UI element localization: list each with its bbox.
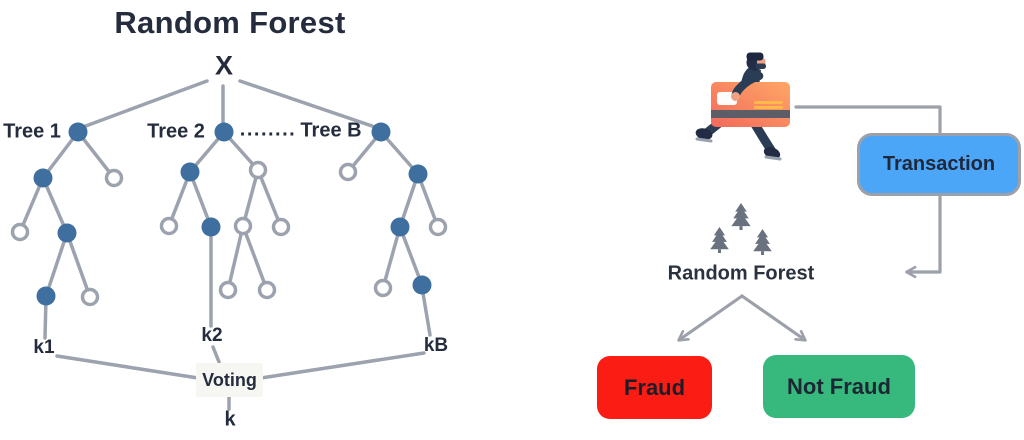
tree-b-label: Tree B [300, 119, 362, 142]
forest-trees-icon [710, 203, 772, 255]
tree-node-empty [257, 280, 277, 300]
tree-nodes-selected [33, 122, 432, 306]
voting-box: Voting [196, 363, 263, 397]
tree-node-blue [201, 217, 221, 237]
tree-node-empty [10, 222, 30, 242]
tree-1-label: Tree 1 [3, 120, 61, 143]
pine-tree-icon [731, 203, 751, 230]
card-stripe-line [754, 101, 783, 104]
transaction-to-forest-connector [905, 195, 942, 279]
tree-node-blue [408, 164, 428, 184]
tree-node-empty [233, 216, 253, 236]
tree-b-result-label: kB [423, 335, 449, 356]
tree-node-blue [36, 286, 56, 306]
tree-2-result-label: k2 [201, 325, 223, 346]
tree-node-empty [271, 217, 291, 237]
not-fraud-label: Not Fraud [787, 373, 891, 399]
tree-node-empty [104, 168, 124, 188]
tree-node-blue [390, 217, 410, 237]
left-diagram-title: Random Forest [114, 5, 346, 40]
tree-1-result-label: k1 [33, 337, 55, 358]
card-to-transaction-connector [794, 105, 942, 134]
pine-tree-icon [710, 227, 729, 253]
tree-node-blue [180, 162, 200, 182]
tree-node-blue [68, 122, 88, 142]
tree-node-empty [338, 162, 358, 182]
tree-node-empty [428, 217, 448, 237]
final-output-label: k [224, 408, 236, 431]
input-sample-label: X [214, 50, 234, 81]
card-stripe-line [754, 106, 783, 109]
tree-node-blue [371, 122, 391, 142]
tree-node-empty [373, 278, 393, 298]
not-fraud-box: Not Fraud [763, 355, 915, 418]
card-thief-icon [695, 52, 790, 161]
tree-node-blue [214, 122, 234, 142]
tree-2-label: Tree 2 [147, 120, 205, 143]
transaction-box: Transaction [857, 133, 1021, 196]
forest-step-label: Random Forest [667, 262, 815, 285]
tree-node-empty [218, 280, 238, 300]
fraud-label: Fraud [623, 374, 686, 400]
pine-tree-icon [753, 229, 772, 255]
trees-ellipsis: ........ [239, 118, 297, 141]
tree-node-empty [80, 287, 100, 307]
tree-node-blue [33, 168, 53, 188]
tree-node-blue [57, 223, 77, 243]
transaction-label: Transaction [882, 153, 996, 175]
forest-to-fraud-arrow [677, 294, 744, 342]
card-magstripe [711, 110, 790, 118]
tree-node-empty [159, 216, 179, 236]
tree-node-blue [412, 275, 432, 295]
flow-connectors [677, 105, 942, 342]
forest-to-notfraud-arrow [740, 294, 807, 342]
voting-label: Voting [202, 369, 257, 390]
fraud-box: Fraud [597, 356, 712, 419]
tree-node-empty [248, 160, 268, 180]
tree-nodes-empty [10, 160, 448, 307]
